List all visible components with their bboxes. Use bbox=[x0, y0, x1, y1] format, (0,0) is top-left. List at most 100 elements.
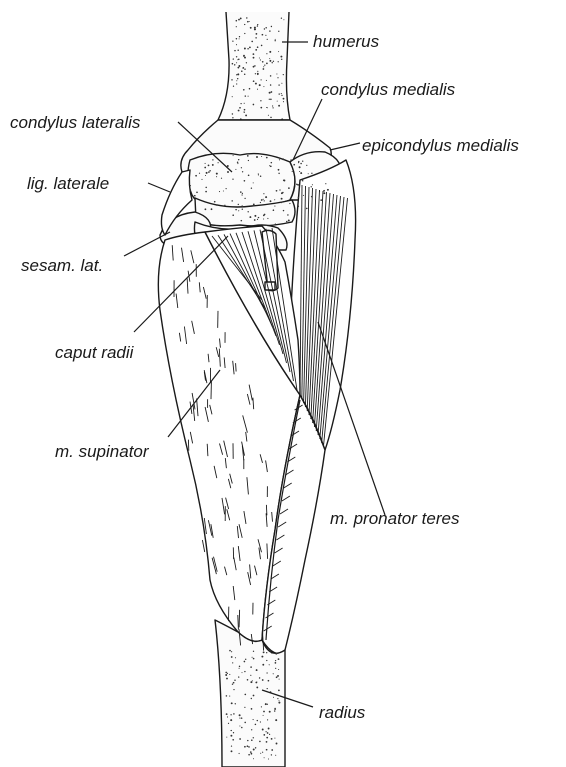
stipple-dot bbox=[245, 95, 246, 96]
stipple-dot bbox=[225, 672, 227, 674]
stipple-dot bbox=[239, 107, 241, 109]
stipple-dot bbox=[275, 662, 277, 664]
stipple-dot bbox=[283, 98, 285, 100]
stipple-dot bbox=[277, 101, 278, 102]
stipple-dot bbox=[226, 737, 227, 738]
stipple-dot bbox=[251, 41, 253, 43]
stipple-dot bbox=[278, 669, 279, 670]
stipple-dot bbox=[251, 729, 252, 730]
stipple-dot bbox=[278, 61, 279, 62]
stipple-dot bbox=[262, 664, 264, 666]
stipple-dot bbox=[244, 722, 246, 724]
stipple-dot bbox=[241, 727, 243, 729]
stipple-dot bbox=[244, 671, 245, 672]
stipple-dot bbox=[226, 695, 228, 697]
stipple-dot bbox=[273, 61, 274, 62]
stipple-dot bbox=[267, 719, 268, 720]
stipple-dot bbox=[271, 754, 272, 755]
stipple-dot bbox=[234, 50, 236, 52]
stipple-dot bbox=[306, 165, 307, 166]
stipple-dot bbox=[236, 80, 237, 81]
stipple-dot bbox=[227, 171, 229, 173]
stipple-dot bbox=[231, 745, 232, 746]
stipple-dot bbox=[232, 214, 234, 216]
stipple-dot bbox=[277, 698, 278, 699]
stipple-dot bbox=[232, 63, 234, 65]
stipple-dot bbox=[208, 165, 210, 167]
stipple-dot bbox=[241, 167, 242, 168]
stipple-dot bbox=[266, 157, 268, 159]
stipple-dot bbox=[281, 198, 283, 200]
leader-lig-laterale bbox=[148, 183, 170, 192]
stipple-dot bbox=[255, 83, 257, 85]
stipple-dot bbox=[204, 167, 206, 169]
stipple-dot bbox=[226, 188, 227, 189]
stipple-dot bbox=[232, 179, 233, 180]
stipple-dot bbox=[257, 219, 258, 220]
stipple-dot bbox=[242, 672, 243, 673]
stipple-dot bbox=[230, 719, 232, 721]
stipple-dot bbox=[266, 225, 267, 226]
stipple-dot bbox=[263, 215, 265, 217]
stipple-dot bbox=[298, 197, 299, 198]
stipple-dot bbox=[269, 711, 271, 713]
stipple-dot bbox=[323, 190, 325, 192]
stipple-dot bbox=[216, 204, 217, 205]
stipple-dot bbox=[325, 183, 326, 184]
stipple-dot bbox=[255, 73, 256, 74]
stipple-dot bbox=[262, 61, 264, 63]
hatch-stroke bbox=[236, 363, 237, 371]
stipple-dot bbox=[259, 741, 261, 743]
stipple-dot bbox=[265, 196, 267, 198]
stipple-dot bbox=[253, 53, 255, 55]
stipple-dot bbox=[233, 86, 234, 87]
stipple-dot bbox=[241, 70, 243, 72]
stipple-dot bbox=[278, 173, 279, 174]
stipple-dot bbox=[265, 35, 266, 36]
stipple-dot bbox=[264, 757, 265, 758]
stipple-dot bbox=[278, 31, 279, 32]
label-radius: radius bbox=[319, 703, 366, 722]
stipple-dot bbox=[238, 65, 240, 67]
stipple-dot bbox=[235, 703, 236, 704]
stipple-dot bbox=[244, 33, 245, 34]
stipple-dot bbox=[233, 155, 234, 156]
stipple-dot bbox=[240, 103, 241, 104]
stipple-dot bbox=[278, 658, 280, 660]
stipple-dot bbox=[281, 192, 283, 194]
stipple-dot bbox=[196, 191, 198, 193]
stipple-dot bbox=[257, 71, 258, 72]
stipple-dot bbox=[244, 707, 245, 708]
stipple-dot bbox=[234, 64, 235, 65]
stipple-dot bbox=[238, 19, 240, 21]
stipple-dot bbox=[254, 27, 256, 29]
stipple-dot bbox=[280, 56, 282, 58]
stipple-dot bbox=[272, 107, 273, 108]
stipple-dot bbox=[260, 202, 261, 203]
stipple-dot bbox=[327, 189, 329, 191]
stipple-dot bbox=[249, 21, 250, 22]
stipple-dot bbox=[257, 46, 259, 48]
stipple-dot bbox=[260, 721, 261, 722]
stipple-dot bbox=[242, 193, 243, 194]
stipple-dot bbox=[293, 164, 295, 166]
stipple-dot bbox=[244, 661, 246, 663]
stipple-dot bbox=[237, 162, 239, 164]
stipple-dot bbox=[256, 686, 258, 688]
stipple-dot bbox=[239, 666, 240, 667]
stipple-dot bbox=[267, 688, 268, 689]
stipple-dot bbox=[259, 677, 260, 678]
stipple-dot bbox=[233, 732, 234, 733]
stipple-dot bbox=[260, 176, 261, 177]
hatch-stroke bbox=[202, 540, 204, 552]
stipple-dot bbox=[288, 220, 290, 222]
stipple-dot bbox=[243, 67, 244, 68]
stipple-dot bbox=[300, 172, 302, 174]
stipple-dot bbox=[253, 758, 254, 759]
stipple-dot bbox=[251, 708, 253, 710]
stipple-dot bbox=[268, 680, 270, 682]
label-humerus: humerus bbox=[313, 32, 380, 51]
stipple-dot bbox=[257, 720, 258, 721]
stipple-dot bbox=[278, 84, 279, 85]
stipple-dot bbox=[277, 675, 279, 677]
